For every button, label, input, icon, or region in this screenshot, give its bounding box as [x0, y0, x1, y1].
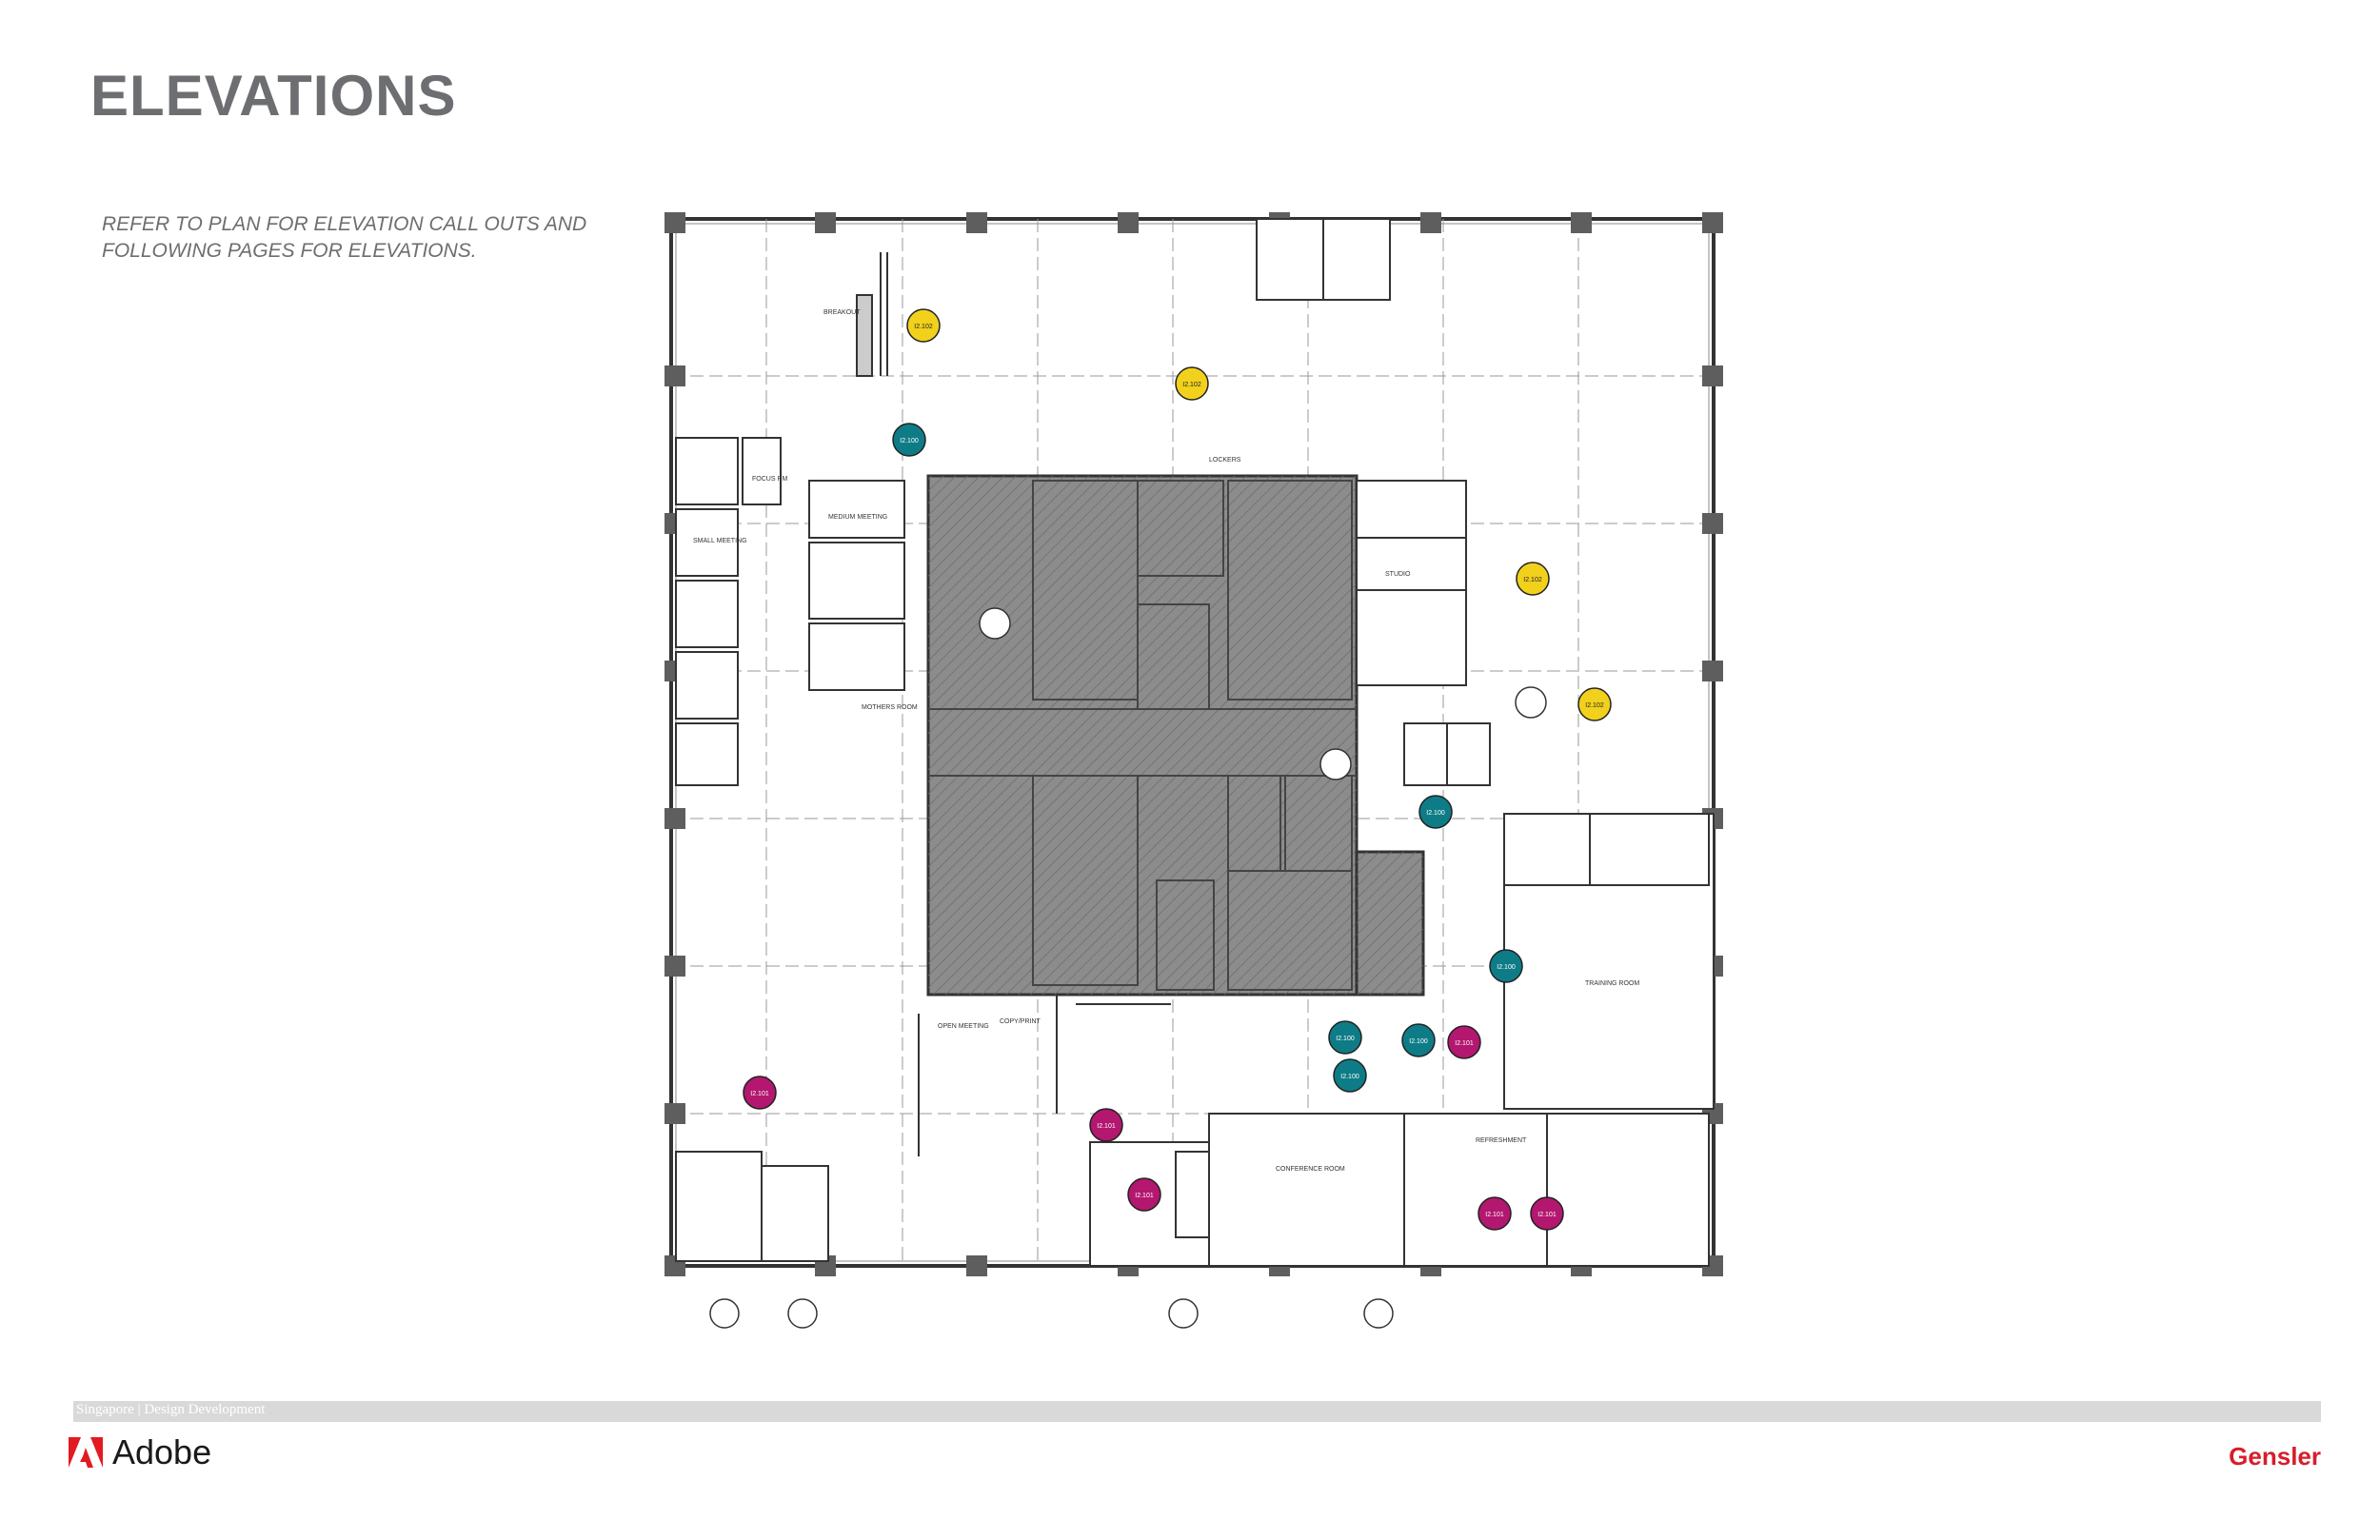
elevation-marker[interactable] [1577, 687, 1612, 721]
room-label-studio: STUDIO [1385, 571, 1411, 578]
elevation-markers-yellow [906, 308, 1612, 721]
marker-label: I2.101 [1097, 1123, 1116, 1130]
adobe-logo: Adobe [69, 1432, 212, 1471]
reference-bubbles [709, 607, 1547, 1329]
elevation-marker[interactable] [1418, 795, 1453, 829]
marker-label: I2.101 [1135, 1193, 1154, 1199]
marker-label: I2.101 [750, 1091, 769, 1097]
elevation-marker[interactable] [1175, 366, 1209, 401]
elevation-marker[interactable] [1089, 1108, 1123, 1142]
adobe-logo-icon [69, 1437, 103, 1468]
elevation-marker[interactable] [1478, 1196, 1512, 1231]
marker-label: I2.100 [1340, 1074, 1359, 1080]
right-rooms [1356, 480, 1715, 1110]
elevation-marker[interactable] [1516, 562, 1550, 596]
marker-label: I2.100 [1497, 964, 1516, 971]
room-label-focus: FOCUS RM [752, 476, 788, 483]
elevation-marker[interactable] [1127, 1177, 1161, 1212]
room-label-training: TRAINING ROOM [1585, 980, 1639, 987]
marker-label: I2.101 [1537, 1212, 1557, 1218]
top-meeting-rooms [1256, 218, 1391, 301]
room-label-small-meeting: SMALL MEETING [693, 538, 747, 544]
bottom-rooms [675, 1113, 1710, 1267]
elevation-marker[interactable] [1447, 1025, 1481, 1059]
marker-label: I2.100 [1409, 1038, 1428, 1045]
elevation-marker[interactable] [1401, 1023, 1436, 1057]
gensler-logo: Gensler [2229, 1442, 2321, 1471]
elevation-marker[interactable] [1328, 1020, 1362, 1055]
elevation-markers-teal [892, 423, 1523, 1093]
plan-note-line1: REFER TO PLAN FOR ELEVATION CALL OUTS AN… [102, 213, 587, 235]
marker-label: I2.102 [1182, 382, 1201, 388]
marker-label: I2.100 [900, 438, 919, 444]
footer-project: Singapore | Design Development [76, 1402, 266, 1417]
left-meeting-rooms [675, 437, 905, 786]
room-label-refreshment: REFRESHMENT [1476, 1137, 1527, 1144]
room-label-breakout: BREAKOUT [823, 309, 861, 316]
elevation-marker[interactable] [743, 1076, 777, 1110]
footer-bar [73, 1401, 2321, 1422]
marker-label: I2.100 [1426, 810, 1445, 817]
page-title: ELEVATIONS [90, 64, 457, 128]
room-label-open-meeting: OPEN MEETING [938, 1023, 989, 1030]
room-label-copy-print: COPY/PRINT [1000, 1018, 1041, 1025]
adobe-wordmark: Adobe [112, 1432, 212, 1471]
marker-label: I2.102 [1523, 577, 1542, 583]
plan-note-line2: FOLLOWING PAGES FOR ELEVATIONS. [102, 240, 477, 262]
elevation-marker[interactable] [892, 423, 926, 457]
room-label-medium-meeting: MEDIUM MEETING [828, 514, 887, 521]
marker-label: I2.100 [1336, 1036, 1355, 1042]
marker-label: I2.101 [1455, 1040, 1474, 1047]
floor-plan: BREAKOUT SMALL MEETING MEDIUM MEETING FO… [664, 212, 1723, 1329]
marker-label: I2.102 [914, 324, 933, 330]
elevation-marker[interactable] [1333, 1058, 1367, 1093]
room-label-conference: CONFERENCE ROOM [1276, 1166, 1345, 1173]
marker-label: I2.101 [1485, 1212, 1504, 1218]
marker-label: I2.102 [1585, 702, 1604, 709]
building-core [926, 474, 1425, 997]
elevation-marker[interactable] [906, 308, 941, 343]
elevation-marker[interactable] [1530, 1196, 1564, 1231]
elevation-markers-magenta [743, 1025, 1564, 1231]
elevation-marker[interactable] [1489, 949, 1523, 983]
room-label-mothers-room: MOTHERS ROOM [862, 704, 918, 711]
plan-note: REFER TO PLAN FOR ELEVATION CALL OUTS AN… [102, 211, 635, 265]
wall-details [856, 252, 1171, 1156]
room-label-lockers: LOCKERS [1209, 457, 1241, 464]
